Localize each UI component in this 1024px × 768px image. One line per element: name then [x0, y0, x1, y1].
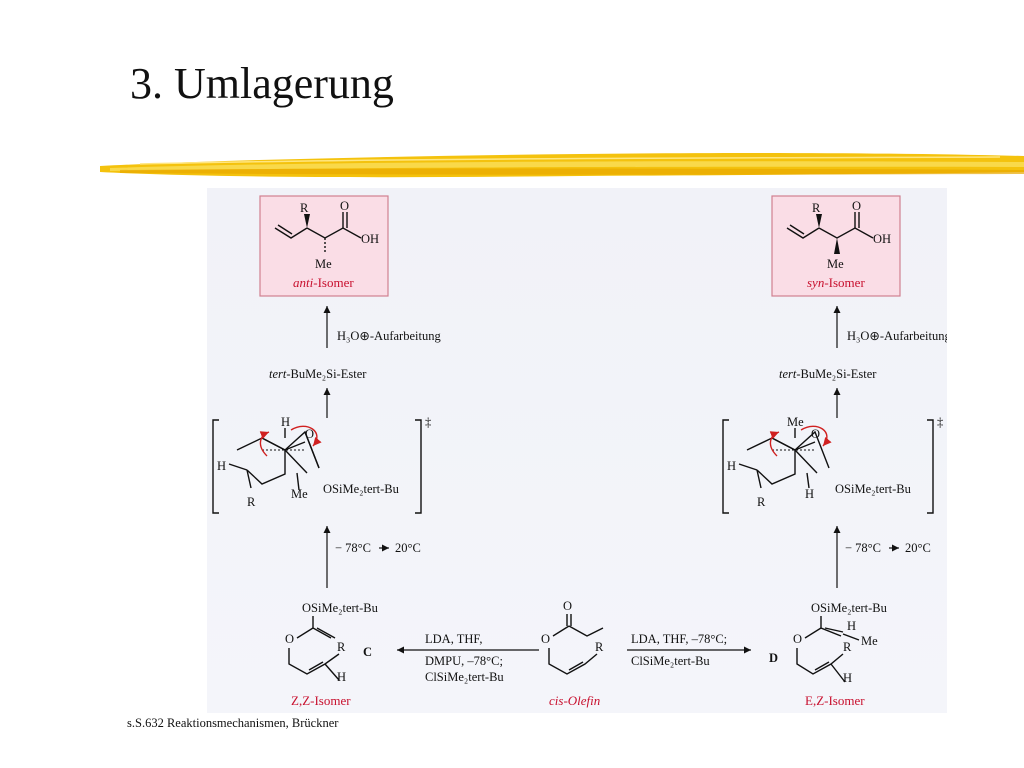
slide-footer: s.S.632 Reaktionsmechanismen, Brückner [127, 716, 339, 730]
left-enol-o: O [285, 632, 294, 646]
right-enol-me: Me [861, 634, 878, 648]
right-enol-h2: H [847, 619, 856, 633]
reaction-scheme: R O OH Me anti-Isomer H₃O⊕-Aufarbeitung … [212, 195, 947, 708]
left-temp-to: 20°C [395, 541, 421, 555]
left-isomer-label: Z,Z-Isomer [291, 693, 351, 708]
right-workup-label: H₃O⊕-Aufarbeitung [847, 329, 947, 343]
right-enol-h: H [843, 671, 852, 685]
right-isomer-label: E,Z-Isomer [805, 693, 865, 708]
center-cis-olefin: O O R cis-Olefin [541, 599, 604, 708]
left-ts-o: O [305, 427, 314, 441]
left-ts-osi: OSiMe₂tert-Bu [323, 482, 400, 496]
center-o-ring: O [541, 632, 550, 646]
left-letter: C [363, 645, 372, 659]
center-o-top: O [563, 599, 572, 613]
left-cond-2: DMPU, –78°C; [425, 654, 503, 668]
left-product-me: Me [315, 257, 332, 271]
left-product-o: O [340, 199, 349, 213]
right-product-oh: OH [873, 232, 891, 246]
slide-title: 3. Umlagerung [130, 59, 394, 108]
left-ester-label: tert-BuMe₂Si-Ester [269, 367, 367, 381]
right-temp-from: − 78°C [845, 541, 881, 555]
right-enol-o: O [793, 632, 802, 646]
right-enol-osi: OSiMe₂tert-Bu [811, 601, 888, 615]
right-ts-bottom: H [805, 487, 814, 501]
left-ts-top: H [281, 415, 290, 429]
left-cond-1: LDA, THF, [425, 632, 482, 646]
left-workup-label: H₃O⊕-Aufarbeitung [337, 329, 441, 343]
left-transition-state: ‡ H O H R Me OSiMe₂tert-Bu [212, 415, 431, 514]
right-temp-to: 20°C [905, 541, 931, 555]
right-ts-top: Me [787, 415, 804, 429]
left-enol-h: H [337, 670, 346, 684]
right-product-o: O [852, 199, 861, 213]
left-enol-r: R [337, 640, 346, 654]
left-product-label: anti-Isomer [293, 275, 354, 290]
right-product-label: syn-Isomer [807, 275, 865, 290]
right-product-box: R O OH Me syn-Isomer [771, 195, 901, 297]
right-transition-state: ‡ Me O H R H OSiMe₂tert-Bu [722, 415, 943, 514]
yellow-brush-stroke [100, 152, 1024, 178]
right-product-me: Me [827, 257, 844, 271]
right-ts-r: R [757, 495, 766, 509]
left-cond-3: ClSiMe₂tert-Bu [425, 670, 504, 684]
right-ts-o: O [811, 427, 820, 441]
left-ts-r: R [247, 495, 256, 509]
left-enol-osi: OSiMe₂tert-Bu [302, 601, 379, 615]
right-letter: D [769, 651, 778, 665]
left-product-oh: OH [361, 232, 379, 246]
left-ts-h: H [217, 459, 226, 473]
right-enol-r: R [843, 640, 852, 654]
center-label: cis-Olefin [549, 693, 600, 708]
left-product-r: R [300, 201, 309, 215]
right-ts-osi: OSiMe₂tert-Bu [835, 482, 912, 496]
left-ts-dagger: ‡ [425, 415, 431, 429]
left-product-box: R O OH Me anti-Isomer [259, 195, 389, 297]
center-r: R [595, 640, 604, 654]
right-ester-label: tert-BuMe₂Si-Ester [779, 367, 877, 381]
right-cond-2: ClSiMe₂tert-Bu [631, 654, 710, 668]
right-ts-h: H [727, 459, 736, 473]
right-ts-dagger: ‡ [937, 415, 943, 429]
left-enol-ether: OSiMe₂tert-Bu O R H C Z,Z-Isomer [285, 601, 379, 708]
left-ts-bottom: Me [291, 487, 308, 501]
right-product-r: R [812, 201, 821, 215]
right-cond-1: LDA, THF, –78°C; [631, 632, 727, 646]
left-temp-from: − 78°C [335, 541, 371, 555]
right-enol-ether: OSiMe₂tert-Bu H Me O R H D E,Z-Isomer [769, 601, 888, 708]
